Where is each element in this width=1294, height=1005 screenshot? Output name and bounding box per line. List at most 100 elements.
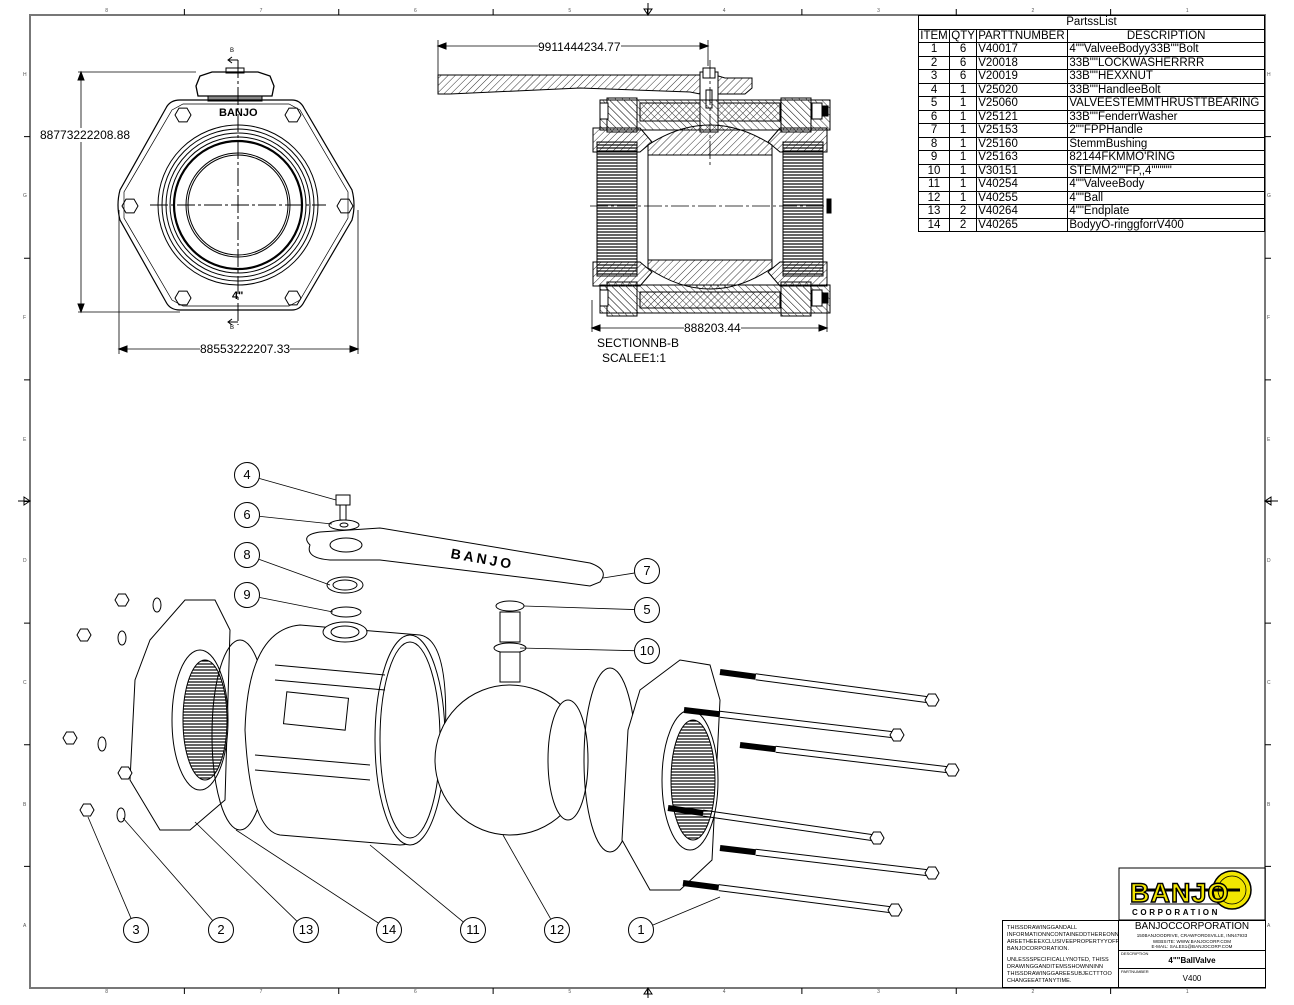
bottom-center-mark [643,987,653,998]
zone-label-row: F [1267,315,1271,322]
part-number-cell: V25160 [976,136,1069,151]
handle-length-dimension: 9911444234.77 [538,40,621,54]
leader-line [523,605,635,610]
hex-nut-icon [76,628,92,642]
description-cell: 33B""HEXXNUT [1067,69,1265,84]
zone-label-column: 5 [568,8,572,14]
valve-bolt [719,845,940,880]
zone-label-column: 7 [259,989,263,995]
item-cell: 9 [917,150,951,165]
leader-line [259,559,331,586]
valve-bolt [683,707,905,742]
item-cell: 12 [917,190,951,205]
top-center-mark [643,3,653,16]
leader-line [259,597,334,613]
part-callout: 8 [234,542,260,568]
zone-label-row: G [23,193,27,200]
bolt-hex-icon [174,290,192,306]
notice-block: THISSDRAWINGGANDALL INFORMATIONNCONTAINE… [1002,920,1120,988]
notice-change: UNLESSSPECIFICALLYNOTED, THISS DRAWINGGA… [1007,957,1112,984]
item-cell: 14 [917,217,951,232]
zone-label-column: 2 [1031,8,1035,14]
front-width-dimension: 88553222207.33 [200,342,291,356]
section-view [436,40,832,332]
qty-cell: 1 [949,177,978,192]
part-callout: 5 [634,597,660,623]
company-website: WEBSITE: WWW.BANJOCORP.COM [1152,938,1232,944]
qty-cell: 1 [949,163,978,178]
zone-label-row: H [1267,71,1271,78]
qty-cell: 2 [949,204,978,219]
zone-label-column: 8 [105,989,108,995]
part-callout: 11 [460,917,486,943]
part-number-value: V400 [1182,974,1202,983]
leader-line [652,896,721,926]
item-cell: 1 [917,42,951,57]
zone-label-column: 7 [259,8,263,14]
zone-label-column: 8 [105,8,108,14]
logo-wordmark: BANJO [1130,878,1230,908]
valve-bolt [739,742,960,777]
bolt-hex-icon [336,198,354,214]
leader-line [369,844,464,923]
qty-cell: 1 [949,123,978,138]
qty-cell: 1 [949,190,978,205]
qty-cell: 1 [949,82,978,97]
part-number-cell: V20019 [976,69,1069,84]
part-callout: 2 [208,917,234,943]
part-callout: 1 [628,917,654,943]
item-cell: 4 [917,82,951,97]
zone-label-row: H [23,71,27,78]
col-header-qty: QTY [949,28,978,43]
hex-nut-icon [62,731,78,745]
company-name: BANJOCCORPORATION [1134,921,1250,932]
zone-label-row: B [23,801,27,808]
front-view [77,56,360,354]
section-marker-top: B [230,48,235,54]
company-address: 150BANJOODRIVE, CRAWFORDSVILLE, INN47933 [1136,933,1248,938]
part-number-cell: V30151 [976,163,1069,178]
zone-label-row: F [23,315,27,322]
item-cell: 13 [917,204,951,219]
part-number-cell: V40017 [976,42,1069,57]
part-number-cell: V25020 [976,82,1069,97]
zone-label-column: 6 [413,989,417,995]
description-cell: 4""ValveeBody [1067,177,1265,192]
leader-line [519,647,635,652]
description-cell: 82144FKMMO'RING [1067,150,1265,165]
bolt-hex-icon [284,290,302,306]
part-callout: 6 [234,502,260,528]
description-cell: StemmBushing [1067,136,1265,151]
part-number-cell: V25153 [976,123,1069,138]
hex-nut-icon [114,593,130,607]
qty-cell: 6 [949,55,978,70]
zone-label-row: C [23,679,27,686]
zone-label-column: 1 [1185,989,1189,995]
leader-line [87,816,132,919]
leader-line [194,821,297,922]
part-callout: 12 [544,917,570,943]
valve-bolt [667,805,885,845]
banjo-logo: BANJO CORPORATION [1118,867,1266,921]
description-cell: 33B""HandleeBolt [1067,82,1265,97]
description-cell: 33B""FenderrWasher [1067,109,1265,124]
description-cell: 4""Endplate [1067,204,1265,219]
section-marker-bottom: B [230,325,235,331]
logo-subtitle: CORPORATION [1132,908,1220,917]
qty-cell: 1 [949,109,978,124]
zone-label-row: A [1267,923,1271,930]
zone-label-row: E [23,436,27,443]
bolt-hex-icon [284,107,302,123]
drawing-frame [18,3,1278,998]
lock-washer-icon [117,630,127,646]
front-size-label: 4" [232,290,244,302]
zone-label-row: D [23,558,27,565]
leader-line [259,478,337,501]
